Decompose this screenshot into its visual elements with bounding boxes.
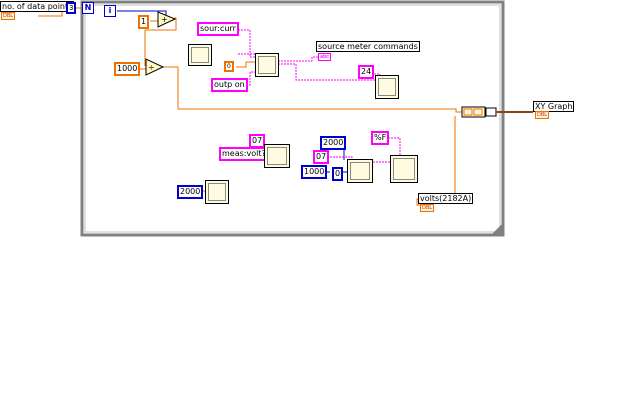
concatenate-strings-node[interactable] — [255, 53, 279, 77]
gpib-write-node-2[interactable] — [264, 144, 290, 168]
svg-text:+: + — [161, 15, 168, 24]
data-points-control-terminal[interactable]: DBL — [1, 12, 16, 20]
for-loop-frame[interactable] — [80, 0, 505, 237]
data-points-control-label: no. of data points — [0, 1, 75, 12]
svg-text:÷: ÷ — [148, 63, 155, 72]
numeric-constant-2000-wait[interactable]: 2000 — [177, 185, 204, 199]
numeric-constant[interactable]: 3 — [66, 2, 77, 14]
numeric-constant-one[interactable]: 1 — [138, 15, 150, 29]
source-meter-commands-label: source meter commands — [316, 41, 420, 52]
add-node[interactable]: + — [157, 11, 177, 28]
wire-orange — [38, 7, 532, 206]
gpib-write-node[interactable] — [375, 75, 399, 99]
string-constant-outp-on[interactable]: outp on — [211, 78, 248, 92]
xy-graph-terminal[interactable]: DBL — [535, 111, 550, 119]
gpib-read-node[interactable] — [347, 159, 373, 183]
string-to-number-node[interactable] — [390, 155, 418, 183]
loop-iteration-terminal[interactable]: i — [104, 5, 116, 17]
gpib-address-07-a[interactable]: 07 — [249, 134, 266, 148]
loop-count-terminal[interactable]: N — [82, 2, 94, 14]
source-meter-commands-terminal[interactable]: abc — [318, 53, 331, 61]
small-numeric-constant[interactable]: 0 — [224, 61, 234, 72]
xy-graph-label: XY Graph — [533, 101, 575, 112]
string-constant-sour-curr[interactable]: sour:curr — [197, 22, 239, 36]
wait-ms-node[interactable] — [205, 180, 229, 204]
numeric-constant-1000[interactable]: 1000 — [114, 62, 141, 76]
numeric-constant-1000-blue[interactable]: 1000 — [301, 165, 328, 179]
gpib-address-24[interactable]: 24 — [358, 65, 375, 79]
divide-node[interactable]: ÷ — [145, 58, 165, 76]
numeric-constant-2000-blue[interactable]: 2000 — [320, 136, 347, 150]
volts-indicator-label: volts(2182A) — [418, 193, 474, 204]
volts-indicator-terminal[interactable]: DBL — [420, 204, 435, 212]
gpib-address-07-b[interactable]: 07 — [313, 150, 330, 164]
format-string-constant[interactable]: %F — [371, 131, 390, 145]
string-constant-meas-volt[interactable]: meas:volt? — [219, 147, 269, 161]
build-array-node[interactable] — [461, 106, 497, 118]
format-into-string-node[interactable] — [188, 44, 212, 66]
numeric-constant-zero[interactable]: 0 — [332, 167, 344, 181]
